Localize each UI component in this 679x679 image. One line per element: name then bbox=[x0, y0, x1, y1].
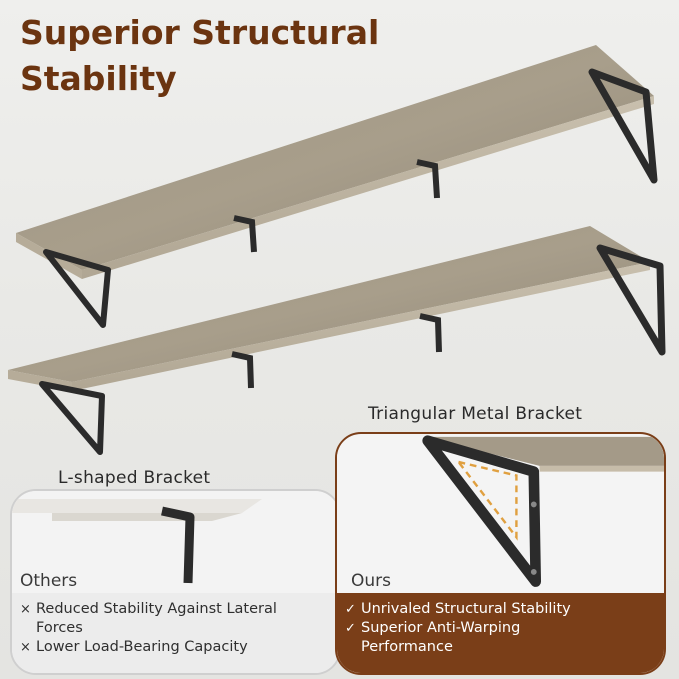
check-icon: ✓ bbox=[345, 621, 356, 636]
ours-panel: Ours ✓ Unrivaled Structural Stability ✓ … bbox=[335, 432, 666, 675]
ours-label: Ours bbox=[351, 571, 392, 591]
triangular-bracket-caption: Triangular Metal Bracket bbox=[368, 404, 583, 424]
others-feature-text: Reduced Stability Against Lateral bbox=[36, 601, 277, 617]
cross-icon: × bbox=[20, 640, 31, 655]
lower-mid-bracket-2 bbox=[419, 313, 442, 353]
others-label: Others bbox=[20, 571, 78, 591]
upper-shelf bbox=[16, 45, 658, 328]
others-feature-text-cont: Forces bbox=[36, 620, 83, 636]
upper-mid-bracket-1 bbox=[233, 215, 257, 253]
lower-mid-bracket-1 bbox=[231, 351, 254, 389]
lower-left-triangle-bracket bbox=[39, 381, 105, 455]
ours-feature: ✓ Unrivaled Structural Stability bbox=[345, 600, 654, 619]
lshaped-bracket-caption: L-shaped Bracket bbox=[58, 468, 211, 488]
others-panel: Others × Reduced Stability Against Later… bbox=[10, 489, 341, 675]
upper-left-triangle-bracket bbox=[43, 249, 111, 328]
others-feature: × Lower Load-Bearing Capacity bbox=[20, 638, 329, 657]
lshaped-bracket-photo bbox=[12, 491, 339, 595]
check-icon: ✓ bbox=[345, 602, 356, 617]
ours-feature-text: Superior Anti-Warping bbox=[361, 620, 521, 636]
lower-right-triangle-bracket bbox=[596, 244, 666, 356]
title-line-2: Stability bbox=[20, 59, 177, 98]
ours-feature-band: ✓ Unrivaled Structural Stability ✓ Super… bbox=[337, 593, 664, 673]
upper-right-triangle-bracket bbox=[588, 68, 658, 184]
others-feature-text: Lower Load-Bearing Capacity bbox=[36, 639, 248, 655]
upper-mid-bracket-2 bbox=[416, 159, 440, 199]
cross-icon: × bbox=[20, 602, 31, 617]
page-title: Superior Structural Stability bbox=[20, 10, 440, 102]
lower-shelf bbox=[8, 226, 666, 455]
triangular-bracket-photo bbox=[337, 435, 664, 596]
ours-feature-text: Unrivaled Structural Stability bbox=[361, 601, 571, 617]
title-line-1: Superior Structural bbox=[20, 13, 380, 52]
ours-feature-text-cont: Performance bbox=[361, 639, 453, 655]
